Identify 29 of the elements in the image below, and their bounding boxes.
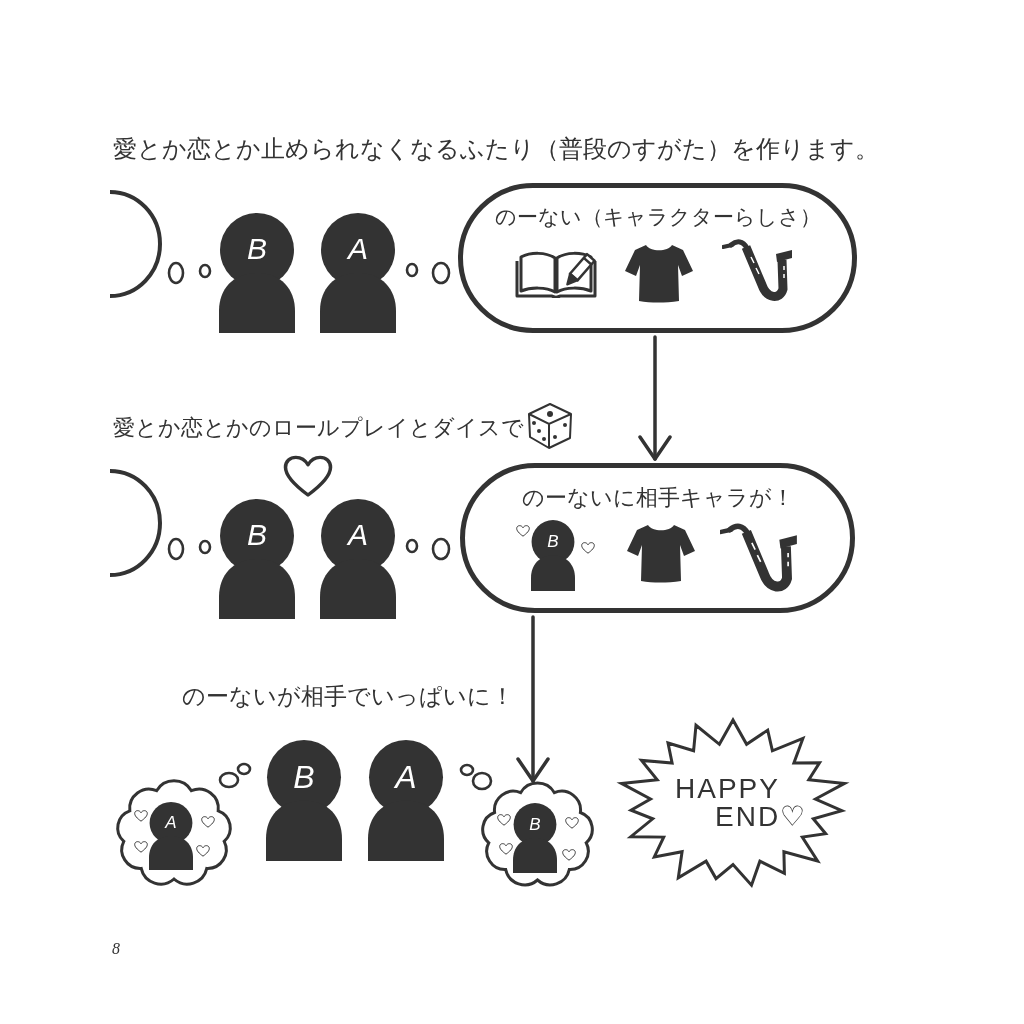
- caption-text: 愛とか恋とか止められなくなるふたり（普段のすがた）を作ります。: [113, 135, 879, 164]
- person-figure: [266, 740, 342, 861]
- person-letter: A: [395, 760, 417, 793]
- page-number: 8: [112, 939, 120, 959]
- arrow: [638, 335, 672, 461]
- person-figure: [320, 213, 396, 333]
- caption-text: 愛とか恋とかのロールプレイとダイスで: [113, 415, 524, 442]
- person-figure: [320, 499, 396, 619]
- person-letter: A: [348, 520, 368, 551]
- caption-text: のーないが相手でいっぱいに！: [182, 683, 514, 711]
- person-letter: B: [247, 520, 267, 551]
- person-figure: [368, 740, 444, 861]
- person-letter: A: [165, 814, 177, 832]
- person-letter: B: [529, 815, 541, 833]
- arrow: [516, 615, 550, 783]
- person-figure: [531, 520, 575, 591]
- person-figure: [149, 802, 193, 870]
- person-figure: [219, 499, 295, 619]
- person-figure: [513, 803, 557, 873]
- thought-bubble: [108, 189, 164, 299]
- thought-bubble: [108, 468, 164, 578]
- person-letter: B: [293, 760, 315, 793]
- person-letter: B: [547, 533, 559, 551]
- bubble-text: のーないに相手キャラが！: [521, 485, 794, 512]
- burst-text: HAPPY END♡: [675, 775, 807, 831]
- person-figure: [219, 213, 295, 333]
- person-letter: B: [247, 234, 267, 265]
- bubble-text: のーない（キャラクターらしさ）: [494, 205, 821, 231]
- person-letter: A: [348, 234, 368, 265]
